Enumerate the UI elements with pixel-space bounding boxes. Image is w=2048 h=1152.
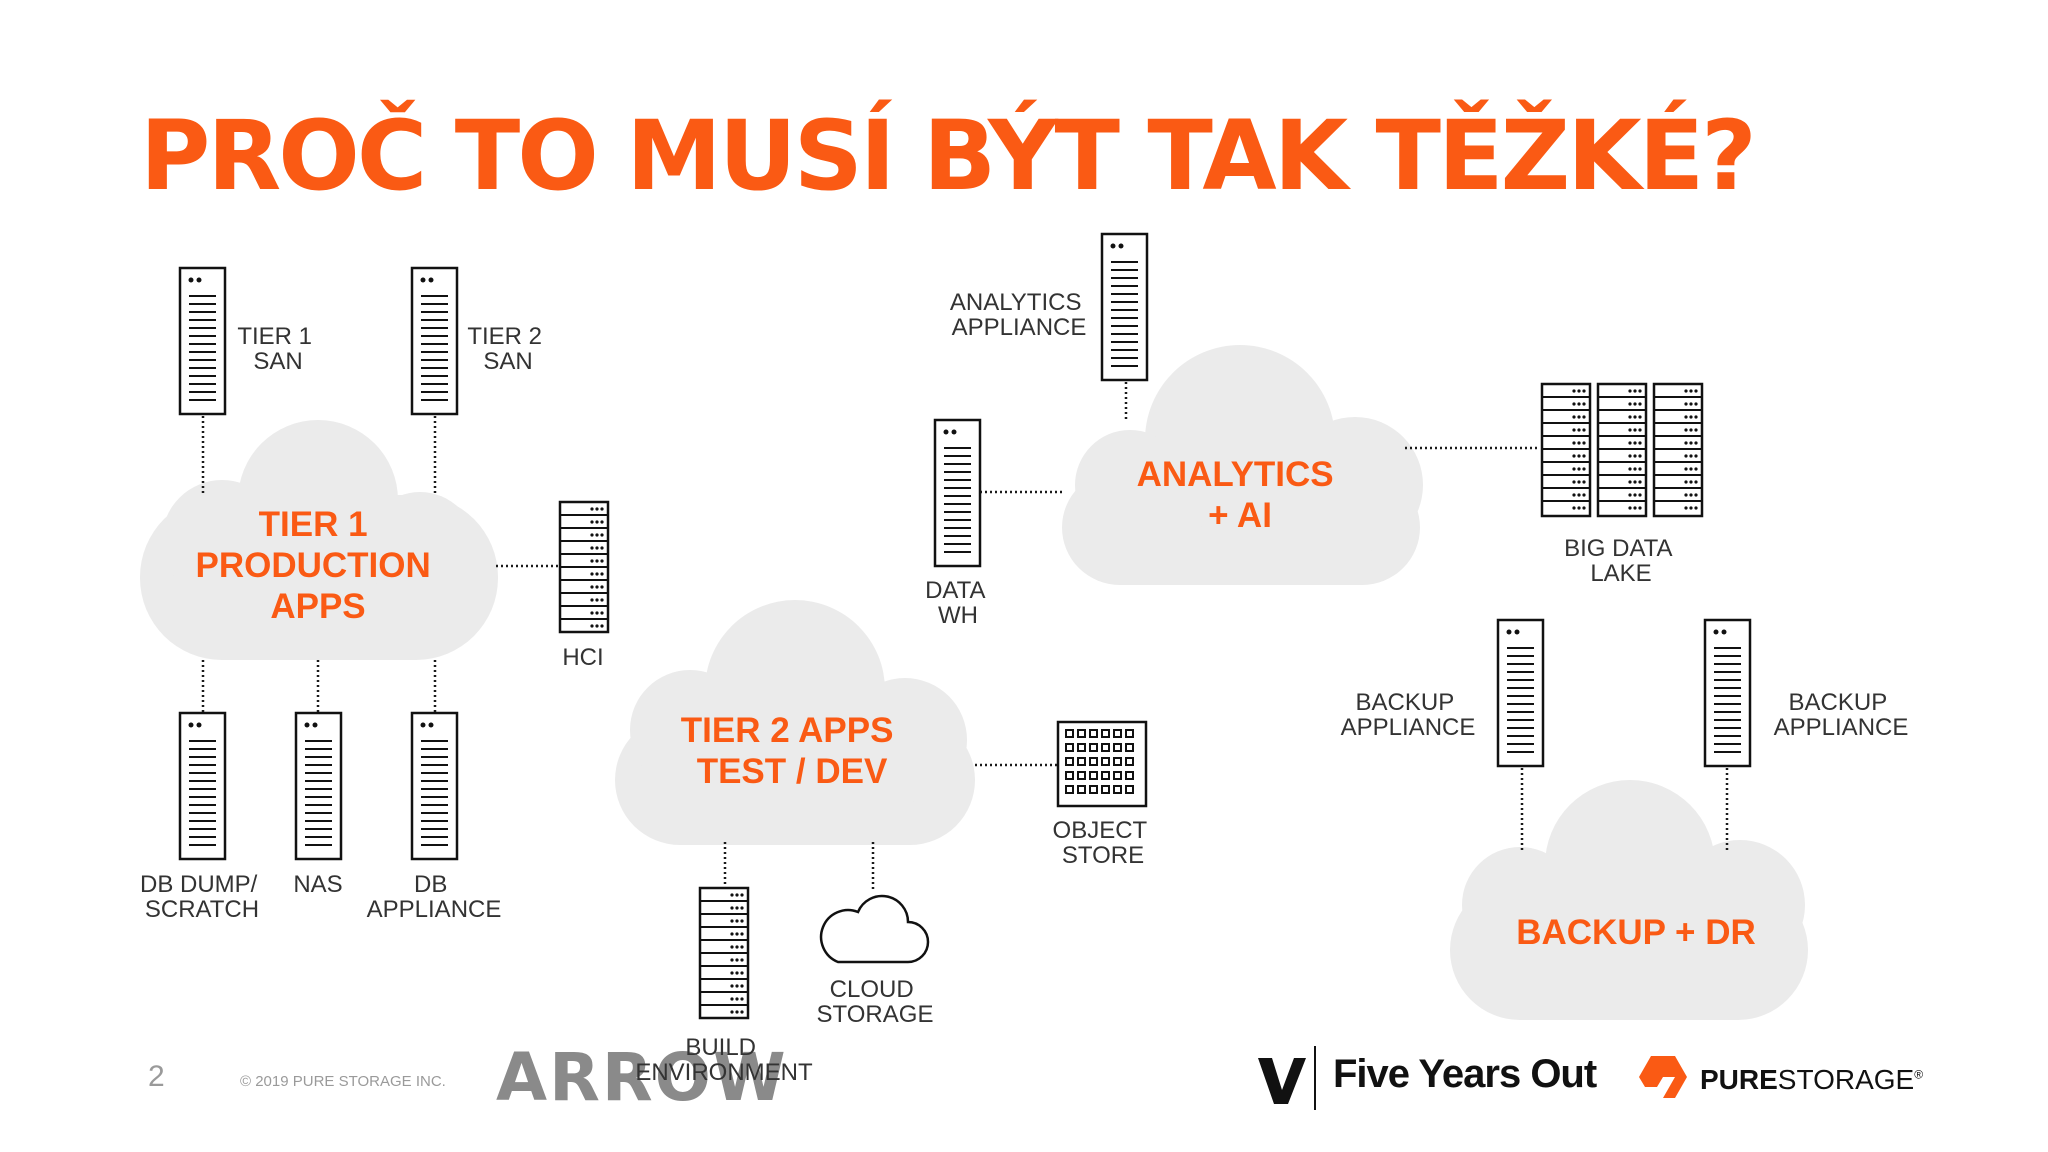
arrow-logo: ARROW bbox=[496, 1039, 788, 1116]
pure-storage-trademark: ® bbox=[1914, 1067, 1924, 1082]
five-years-out-v-logo bbox=[1258, 1046, 1316, 1110]
tier2-san-server-icon bbox=[410, 266, 459, 416]
tier1-san-server-icon bbox=[178, 266, 227, 416]
cloud-tier1 bbox=[140, 420, 498, 660]
label-data-wh: DATA WH bbox=[925, 577, 991, 629]
label-tier1-san: TIER 1 SAN bbox=[237, 323, 318, 375]
db-appliance-server-icon bbox=[410, 711, 459, 861]
cloud-analytics bbox=[1062, 345, 1423, 585]
pure-storage-logo-light: STORAGE bbox=[1777, 1064, 1915, 1095]
cloud-label-analytics: ANALYTICS + AI bbox=[1137, 455, 1344, 535]
label-nas: NAS bbox=[293, 871, 342, 898]
label-backup-appliance-left: BACKUP APPLIANCE bbox=[1341, 689, 1476, 741]
label-backup-appliance-right: BACKUP APPLIANCE bbox=[1774, 689, 1909, 741]
cloud-label-tier1: TIER 1 PRODUCTION APPS bbox=[195, 505, 440, 626]
label-hci: HCI bbox=[562, 644, 603, 671]
pure-storage-logo-icon bbox=[1639, 1056, 1687, 1098]
label-big-data-lake: BIG DATA LAKE bbox=[1564, 535, 1678, 587]
label-db-appliance: DB APPLIANCE bbox=[367, 871, 502, 923]
data-wh-server-icon bbox=[933, 418, 982, 568]
big-data-lake-rack-icon bbox=[1540, 382, 1704, 518]
pure-storage-logo: PURESTORAGE® bbox=[1700, 1064, 1923, 1096]
page-number: 2 bbox=[148, 1060, 165, 1093]
cloud-label-backup: BACKUP + DR bbox=[1516, 913, 1756, 952]
copyright: © 2019 PURE STORAGE INC. bbox=[240, 1073, 446, 1090]
label-db-dump: DB DUMP/ SCRATCH bbox=[140, 871, 264, 923]
label-object-store: OBJECT STORE bbox=[1053, 817, 1154, 869]
label-cloud-storage: CLOUD STORAGE bbox=[817, 976, 934, 1028]
connectors bbox=[201, 382, 1729, 892]
analytics-appliance-server-icon bbox=[1100, 232, 1149, 382]
label-analytics-appliance: ANALYTICS APPLIANCE bbox=[950, 289, 1088, 341]
label-tier2-san: TIER 2 SAN bbox=[467, 323, 548, 375]
page-title: PROČ TO MUSÍ BÝT TAK TĚŽKÉ? bbox=[140, 100, 1757, 212]
label-build-env: BUILD ENVIRONMENT bbox=[635, 1034, 813, 1086]
pure-storage-logo-bold: PURE bbox=[1700, 1064, 1778, 1095]
object-store-grid-icon bbox=[1056, 720, 1148, 808]
cloud-backup bbox=[1450, 780, 1808, 1020]
build-env-rack-icon bbox=[698, 886, 750, 1020]
five-years-out-logo: Five Years Out bbox=[1333, 1052, 1597, 1096]
backup-appliance-right-server-icon bbox=[1703, 618, 1752, 768]
db-dump-server-icon bbox=[178, 711, 227, 861]
cloud-label-tier2: TIER 2 APPS TEST / DEV bbox=[681, 711, 903, 791]
cloud-storage-icon bbox=[819, 894, 930, 964]
hci-rack-icon bbox=[558, 500, 610, 634]
cloud-tier2 bbox=[615, 600, 975, 845]
nas-server-icon bbox=[294, 711, 343, 861]
backup-appliance-left-server-icon bbox=[1496, 618, 1545, 768]
